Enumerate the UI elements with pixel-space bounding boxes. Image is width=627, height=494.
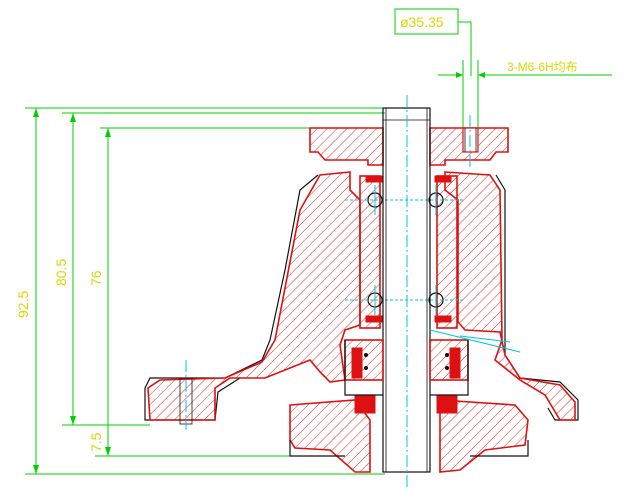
mechanical-seal [344, 329, 521, 414]
overall-height-label: 92.5 [15, 291, 31, 318]
diameter-label: ø35.35 [400, 14, 444, 30]
bearing-balls [345, 185, 465, 315]
impeller [289, 399, 529, 473]
height-3-label: 76 [88, 270, 104, 286]
diameter-leader [458, 21, 472, 76]
base-offset-label: 7.5 [88, 432, 104, 452]
diameter-dimension: ø35.35 [394, 8, 472, 76]
height-2-label: 80.5 [53, 259, 69, 286]
thread-note: 3-M6-6H均布 [438, 60, 612, 130]
center-lines [406, 95, 471, 488]
pulley-flange [309, 127, 509, 166]
pump-housing [144, 171, 579, 421]
vertical-dimensions: 92.5 80.5 76 7.5 [15, 107, 385, 475]
thread-note-label: 3-M6-6H均布 [507, 60, 578, 74]
base-bolt-hole [179, 360, 193, 430]
